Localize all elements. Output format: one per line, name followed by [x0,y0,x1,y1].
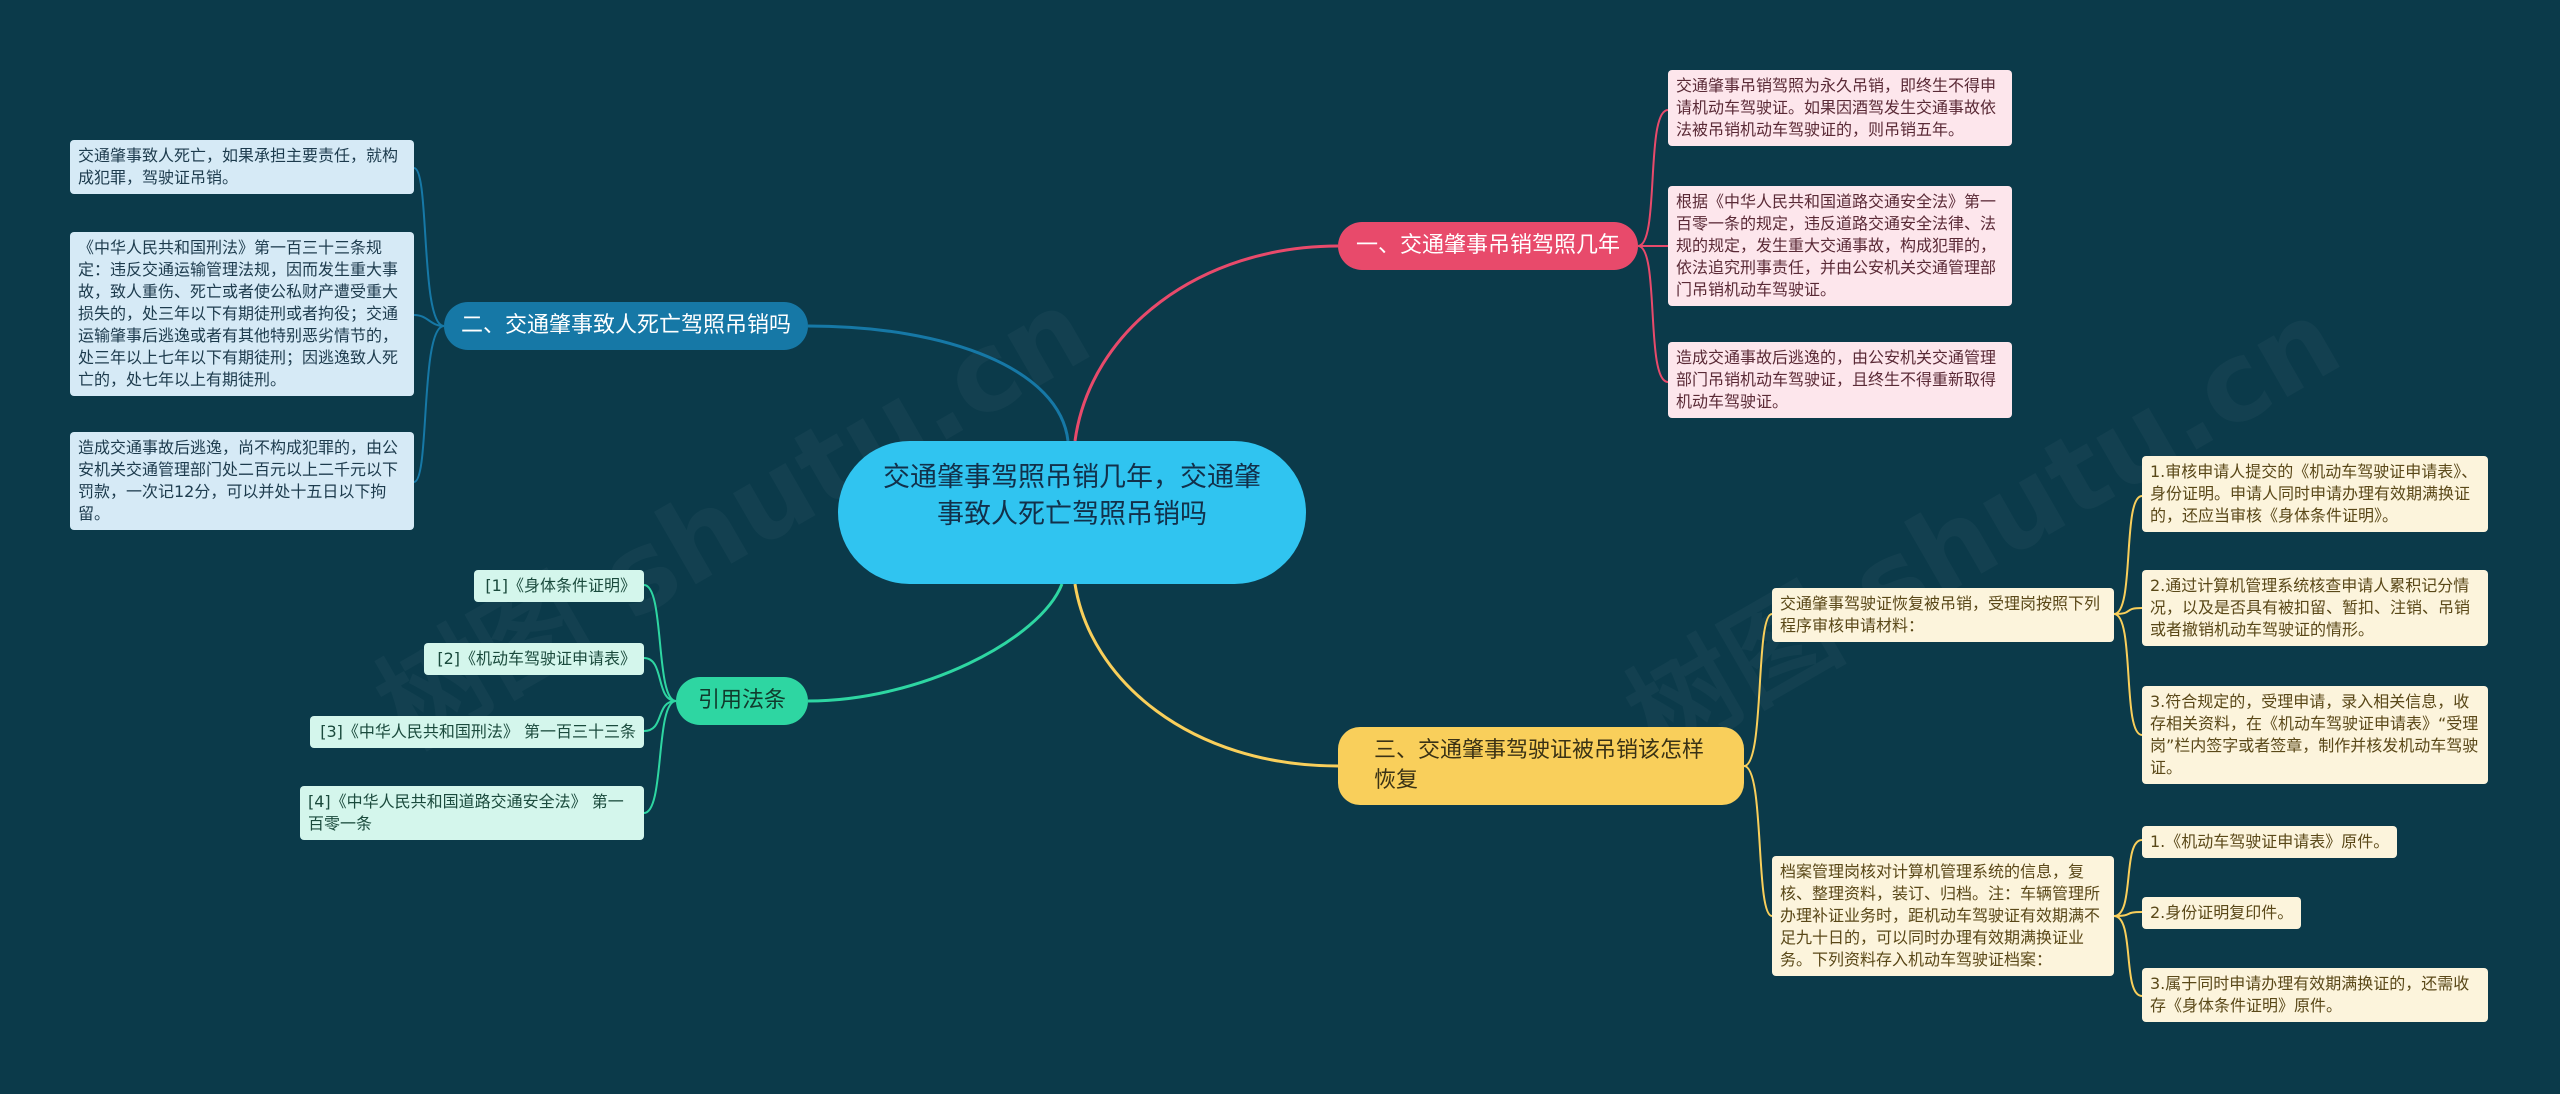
branch-3-mid[interactable]: 档案管理岗核对计算机管理系统的信息，复核、整理资料，装订、归档。注：车辆管理所办… [1772,856,2114,976]
branch-1-leaf[interactable]: 根据《中华人民共和国道路交通安全法》第一百零一条的规定，违反道路交通安全法律、法… [1668,186,2012,306]
reference-leaf[interactable]: [2]《机动车驾驶证申请表》 [424,643,644,675]
reference-leaf[interactable]: [4]《中华人民共和国道路交通安全法》 第一百零一条 [300,786,644,840]
branch-3-sub-leaf[interactable]: 1.审核申请人提交的《机动车驾驶证申请表》、身份证明。申请人同时申请办理有效期满… [2142,456,2488,532]
root-topic[interactable]: 交通肇事驾照吊销几年，交通肇事致人死亡驾照吊销吗 [838,441,1306,584]
branch-2-leaf[interactable]: 交通肇事致人死亡，如果承担主要责任，就构成犯罪，驾驶证吊销。 [70,140,414,194]
branch-2-leaf[interactable]: 《中华人民共和国刑法》第一百三十三条规定：违反交通运输管理法规，因而发生重大事故… [70,232,414,396]
reference-leaf[interactable]: [3]《中华人民共和国刑法》 第一百三十三条 [310,716,644,748]
branch-3-sub-leaf[interactable]: 3.属于同时申请办理有效期满换证的，还需收存《身体条件证明》原件。 [2142,968,2488,1022]
branch-1-topic[interactable]: 一、交通肇事吊销驾照几年 [1338,222,1638,270]
branch-3-mid[interactable]: 交通肇事驾驶证恢复被吊销，受理岗按照下列程序审核申请材料： [1772,588,2114,642]
branch-2-leaf[interactable]: 造成交通事故后逃逸，尚不构成犯罪的，由公安机关交通管理部门处二百元以上二千元以下… [70,432,414,530]
reference-leaf[interactable]: [1]《身体条件证明》 [474,570,644,602]
branch-3-sub-leaf[interactable]: 1.《机动车驾驶证申请表》原件。 [2142,826,2398,858]
branch-3-sub-leaf[interactable]: 2.通过计算机管理系统核查申请人累积记分情况，以及是否具有被扣留、暂扣、注销、吊… [2142,570,2488,646]
branch-3-sub-leaf[interactable]: 3.符合规定的，受理申请，录入相关信息，收存相关资料，在《机动车驾驶证申请表》“… [2142,686,2488,784]
branch-3-topic[interactable]: 三、交通肇事驾驶证被吊销该怎样恢复 [1338,727,1744,805]
branch-4-topic[interactable]: 引用法条 [676,677,808,725]
branch-3-sub-leaf[interactable]: 2.身份证明复印件。 [2142,897,2302,929]
branch-2-topic[interactable]: 二、交通肇事致人死亡驾照吊销吗 [444,302,808,350]
branch-1-leaf[interactable]: 交通肇事吊销驾照为永久吊销，即终生不得申请机动车驾驶证。如果因酒驾发生交通事故依… [1668,70,2012,146]
branch-1-leaf[interactable]: 造成交通事故后逃逸的，由公安机关交通管理部门吊销机动车驾驶证，且终生不得重新取得… [1668,342,2012,418]
